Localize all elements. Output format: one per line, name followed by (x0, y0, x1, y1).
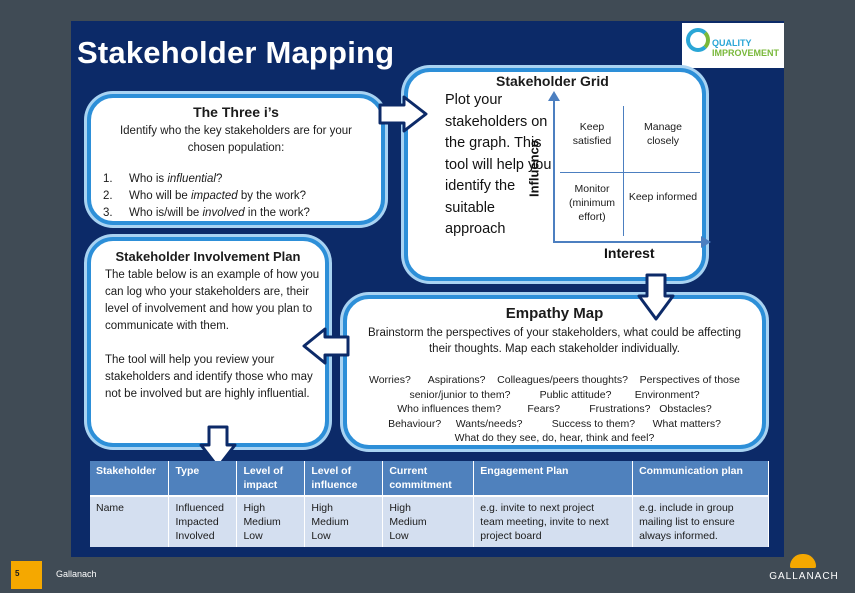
slide: Stakeholder Mapping QUALITY IMPROVEMENT … (71, 21, 784, 557)
col-type: Type (168, 461, 238, 496)
empathy-title: Empathy Map (505, 305, 604, 322)
three-is-list: 1.Who is influential? 2.Who will be impa… (103, 171, 310, 222)
logo-line1: QUALITY (712, 38, 752, 48)
empathy-map-box: Empathy Map Brainstorm the perspectives … (343, 295, 766, 449)
quadrant-keep-informed: Keep informed (628, 191, 698, 203)
page-number: 5 (15, 569, 20, 578)
plan-paragraph-1: The table below is an example of how you… (105, 269, 320, 332)
list-item: 1.Who is influential? (103, 173, 223, 185)
quadrant-divider-horizontal (560, 172, 700, 173)
empathy-subtitle: Brainstorm the perspectives of your stak… (367, 327, 742, 355)
list-item: 2.Who will be impacted by the work? (103, 190, 307, 202)
arrow-down-icon (637, 273, 675, 321)
three-is-box: The Three i’s Identify who the key stake… (87, 94, 385, 225)
quadrant-keep-satisfied: Keep satisfied (572, 121, 612, 147)
involvement-plan-box: Stakeholder Involvement Plan The table b… (87, 237, 329, 447)
arrow-right-icon (378, 95, 428, 133)
col-engagement: Engagement Plan (473, 461, 634, 496)
y-axis-line (553, 99, 555, 242)
empathy-line-2: senior/junior to them? Public attitude? … (409, 388, 700, 401)
plan-paragraph-2: The tool will help you review your stake… (105, 354, 313, 400)
grid-title: Stakeholder Grid (496, 73, 609, 89)
empathy-line-3: Who influences them? Fears? Frustrations… (397, 403, 712, 415)
quadrant-monitor: Monitor (minimum effort) (568, 183, 616, 223)
grid-text: Plot your stakeholders on the graph. Thi… (445, 92, 552, 237)
gallanach-mark-icon (790, 554, 816, 568)
col-stakeholder: Stakeholder (90, 461, 170, 496)
empathy-line-1: Worries? Aspirations? Colleagues/peers t… (368, 374, 740, 386)
gallanach-logo: GALLANACH (766, 553, 842, 587)
y-axis-label: Influence (526, 139, 542, 198)
plan-text: The table below is an example of how you… (105, 267, 321, 420)
quadrant-manage-closely: Manage closely (644, 121, 682, 147)
stakeholder-grid-box: Stakeholder Grid Plot your stakeholders … (404, 68, 711, 281)
plan-title: Stakeholder Involvement Plan (115, 249, 301, 264)
three-is-title: The Three i’s (193, 104, 279, 120)
three-is-subtitle: Identify who the key stakeholders are fo… (119, 125, 353, 154)
slide-title: Stakeholder Mapping (77, 35, 395, 70)
logo-line2: IMPROVEMENT (712, 48, 780, 58)
empathy-prompts: Worries? Aspirations? Colleagues/peers t… (353, 373, 756, 446)
list-item: 3.Who is/will be involved in the work? (103, 207, 310, 219)
cell-stakeholder: Name (90, 495, 170, 547)
col-communication: Communication plan (632, 461, 769, 496)
arrow-up-icon (548, 91, 560, 101)
page-number-badge (11, 561, 42, 589)
arrow-left-icon (302, 327, 350, 365)
x-axis-line (553, 241, 703, 243)
empathy-line-4: Behaviour? Wants/needs? Success to them?… (388, 417, 721, 430)
quadrant-divider-vertical (623, 106, 624, 236)
arrow-down-icon (199, 425, 237, 469)
quality-improvement-logo: QUALITY IMPROVEMENT (682, 23, 784, 68)
x-axis-label: Interest (604, 245, 655, 261)
empathy-line-5: What do they see, do, hear, think and fe… (454, 432, 655, 444)
logo-ring-icon (686, 28, 710, 52)
arrow-right-icon (701, 236, 711, 248)
footer-company: Gallanach (56, 569, 97, 579)
gallanach-wordmark: GALLANACH (769, 571, 839, 582)
